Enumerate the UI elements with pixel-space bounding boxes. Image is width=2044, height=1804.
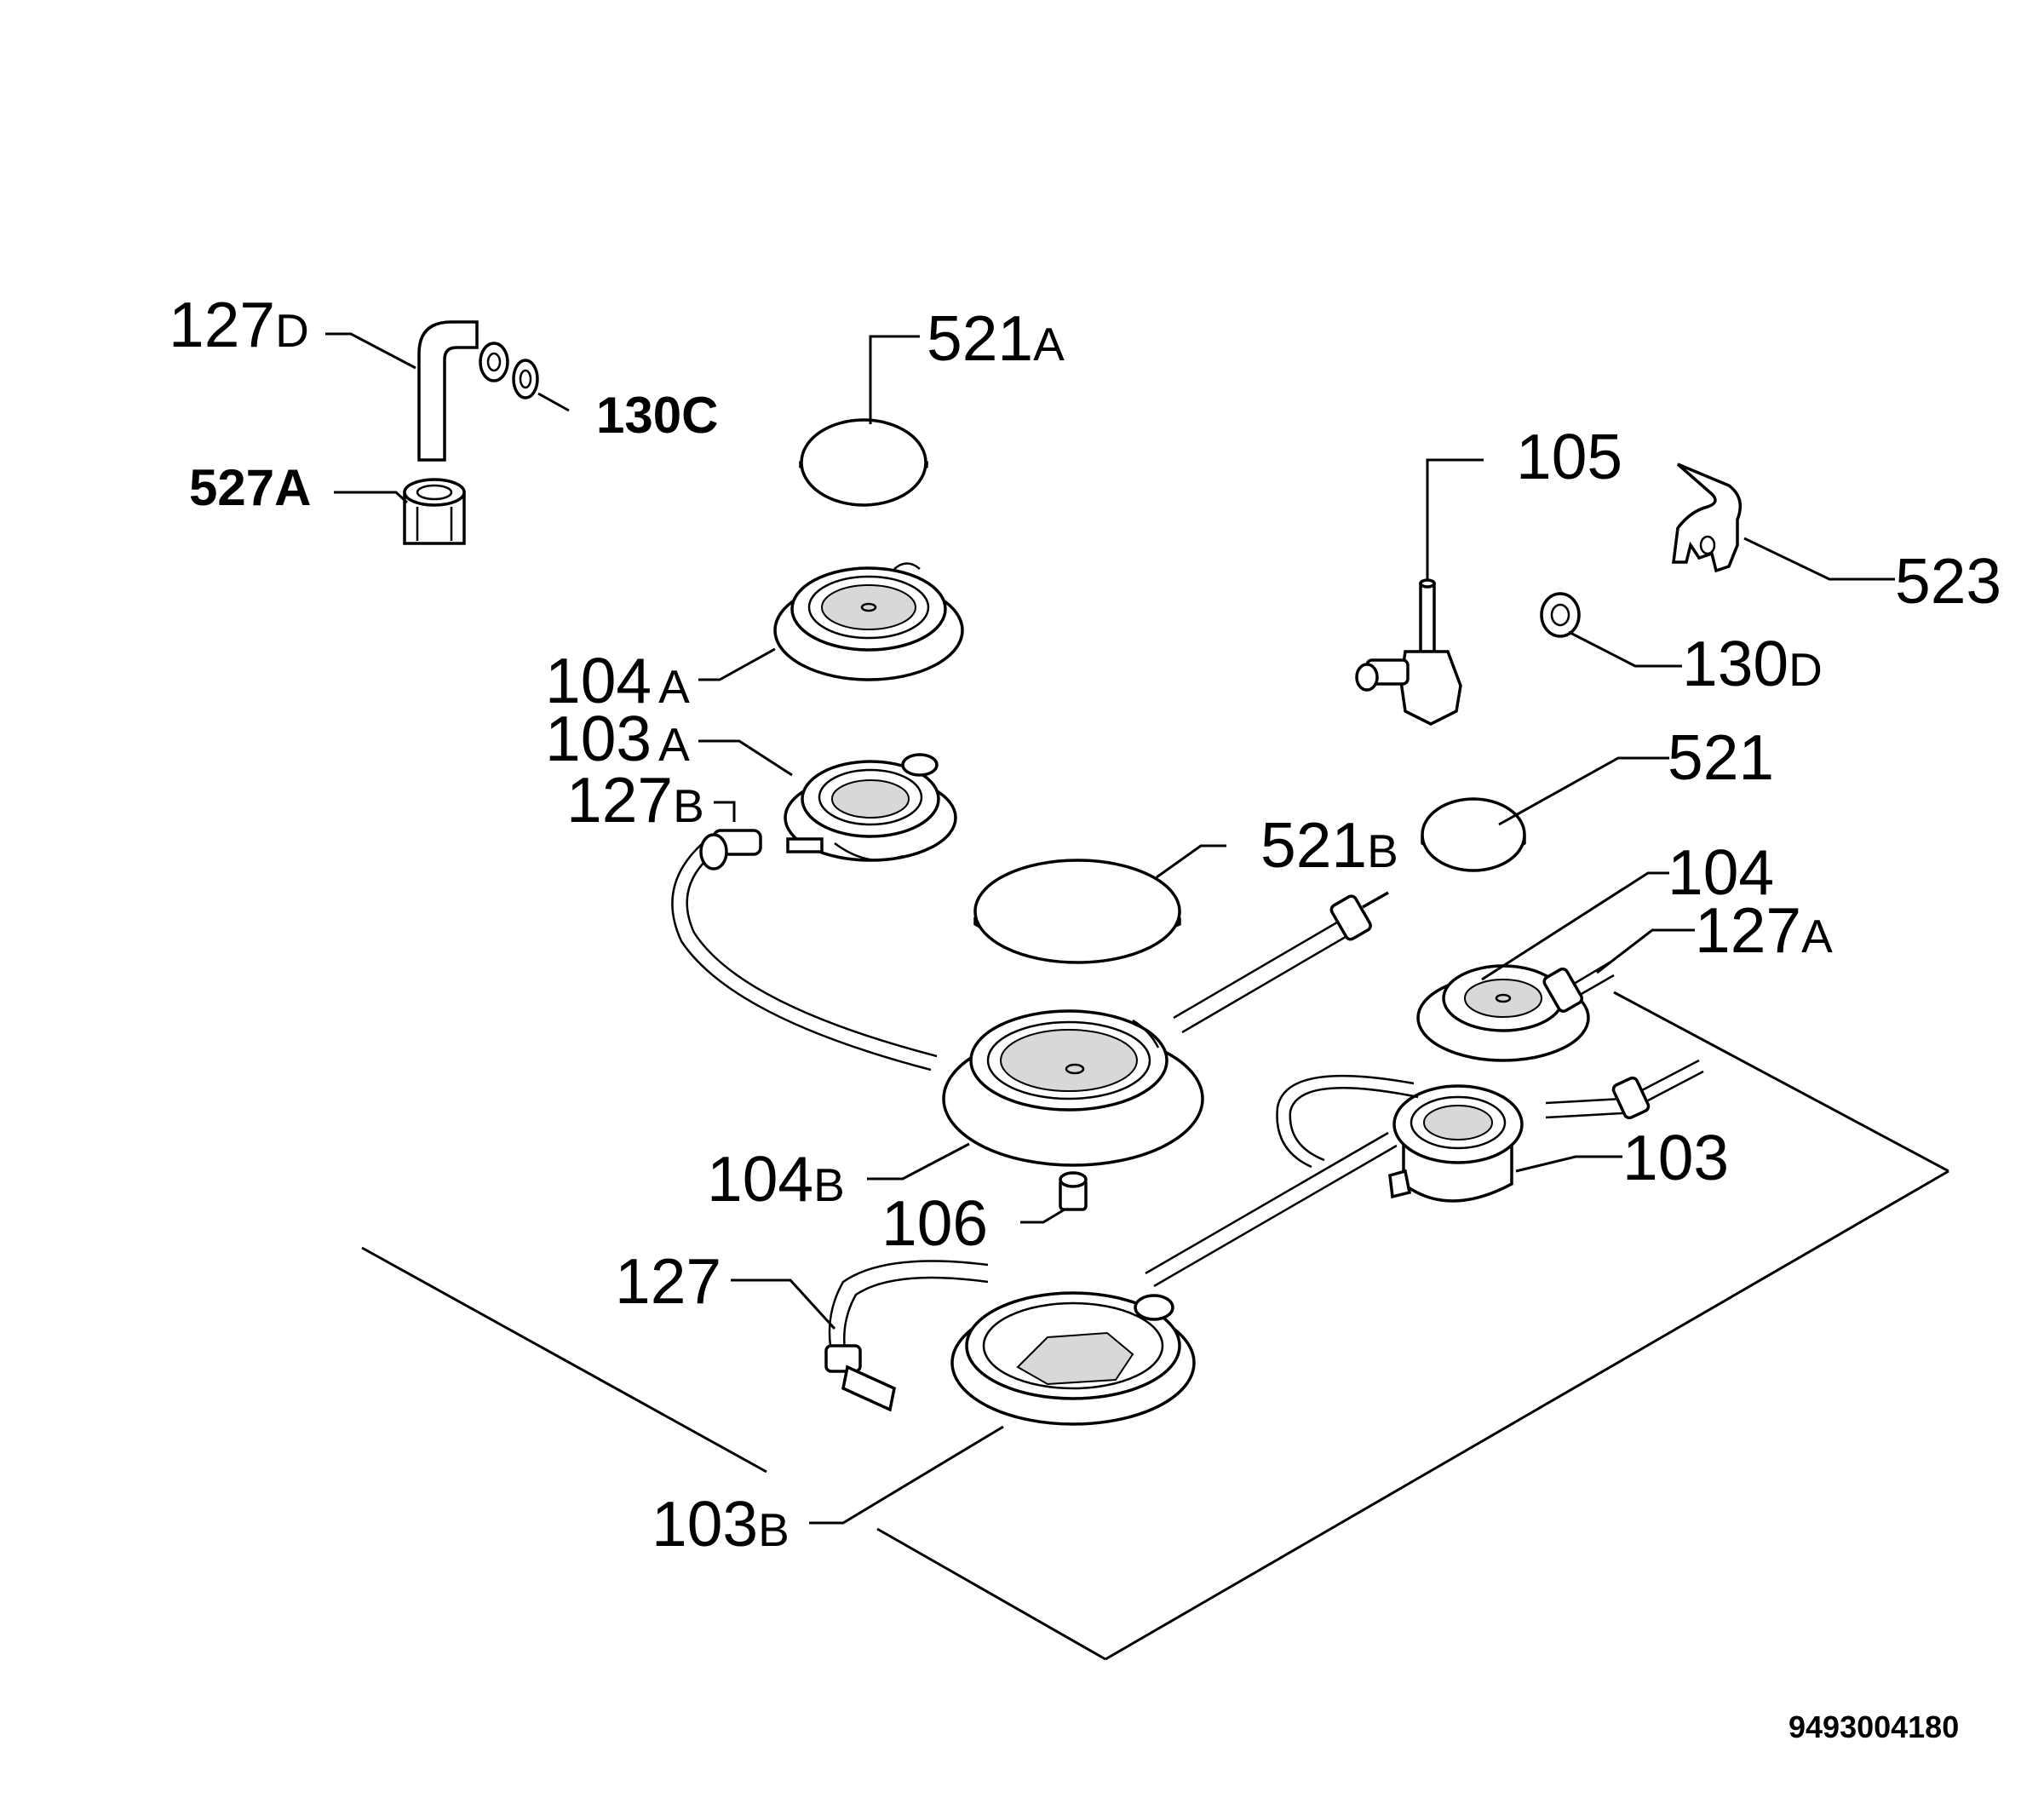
burner-base-103a	[784, 753, 957, 862]
label-104b: 104B	[707, 1143, 845, 1215]
pipe-127d	[417, 320, 539, 462]
label-127b: 127B	[566, 764, 704, 836]
label-127: 127	[615, 1245, 721, 1317]
label-127d: 127D	[169, 289, 309, 360]
cap-521	[1421, 797, 1526, 872]
washer-130d	[1540, 592, 1581, 638]
document-number: 9493004180	[1788, 1709, 1959, 1744]
bracket-523	[1672, 462, 1743, 573]
label-105: 105	[1516, 421, 1622, 492]
gas-valve-105	[1355, 578, 1462, 726]
label-521b: 521B	[1260, 809, 1398, 881]
burner-base-103b	[950, 1291, 1196, 1426]
label-523: 523	[1895, 545, 2001, 617]
label-127a: 127A	[1695, 894, 1833, 966]
cap-521b	[973, 859, 1181, 964]
label-106: 106	[881, 1187, 988, 1259]
burner-crown-104a	[773, 562, 964, 681]
burner-base-103	[1145, 1059, 1704, 1288]
label-103: 103	[1622, 1122, 1729, 1193]
label-104: 104	[1668, 836, 1774, 908]
label-527a: 527A	[189, 459, 311, 516]
injector-106	[1059, 1171, 1088, 1211]
hob-outline	[361, 991, 1949, 1661]
label-521: 521	[1668, 721, 1774, 793]
label-103b: 103B	[652, 1488, 789, 1560]
pipe-127b	[671, 829, 938, 1071]
label-130d: 130D	[1682, 628, 1823, 699]
hose-127	[824, 1260, 989, 1412]
burner-crown-104b	[942, 1009, 1204, 1167]
label-521a: 521A	[927, 302, 1065, 374]
burner-crown-104	[1416, 964, 1590, 1062]
leader-lines	[325, 332, 1895, 1525]
label-130c: 130C	[596, 387, 718, 444]
pipe-127a	[1173, 891, 1615, 1034]
nut-527a	[403, 478, 466, 545]
cap-521a	[799, 418, 928, 507]
